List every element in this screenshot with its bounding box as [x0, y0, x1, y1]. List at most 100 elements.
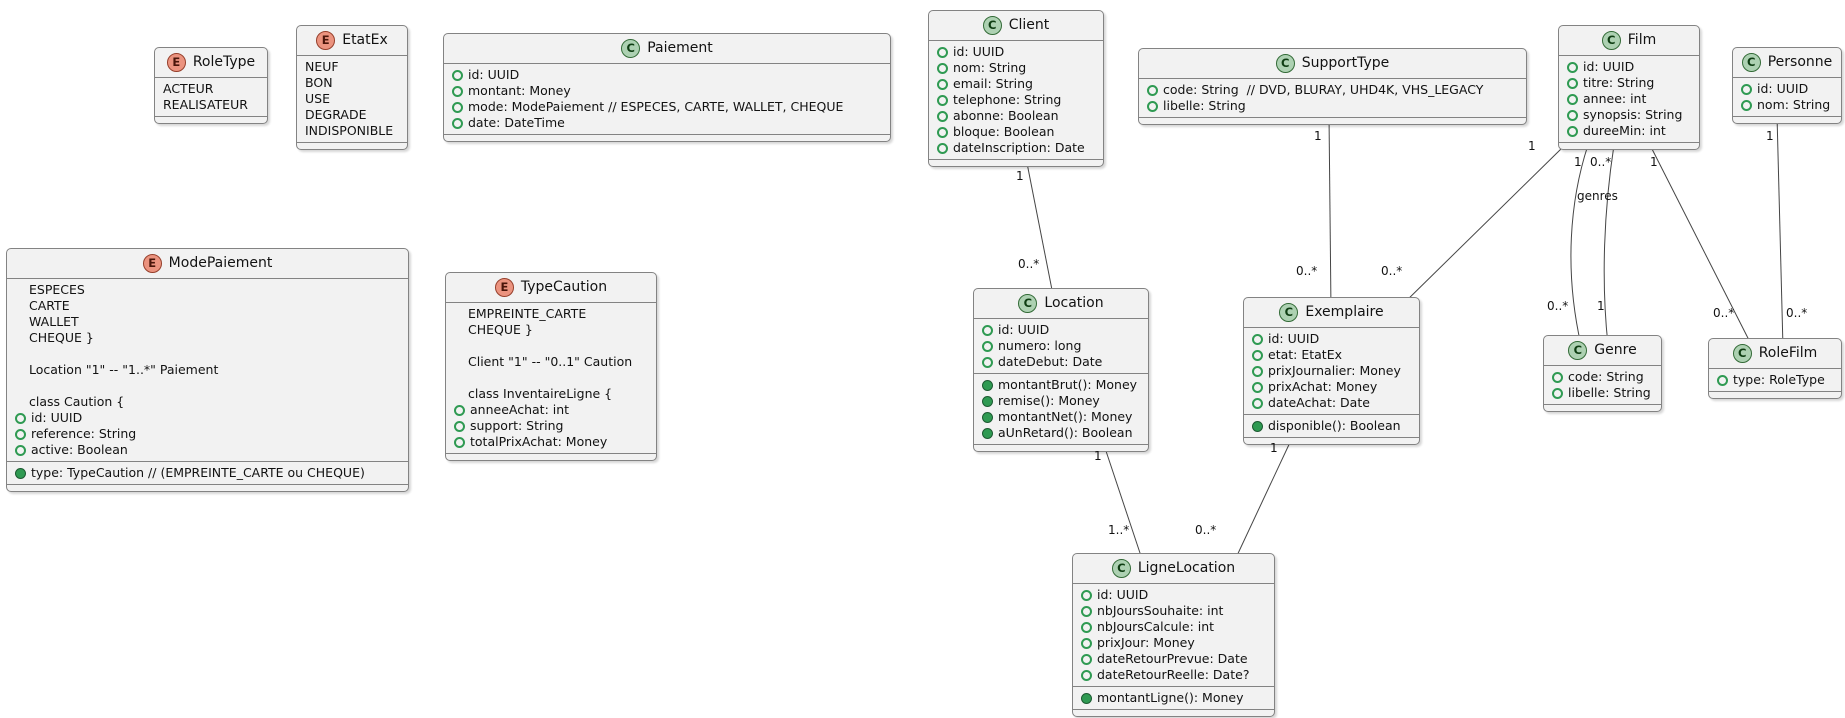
enum-items-section: ACTEUR REALISATEUR — [155, 78, 267, 117]
field-icon — [937, 78, 948, 90]
attribute-row: prixJournalier: Money — [1252, 363, 1411, 379]
class-badge-icon: C — [1732, 344, 1752, 363]
class-box-rolefilm: C RoleFilm type: RoleType — [1708, 338, 1842, 399]
attributes-section: id: UUID titre: String annee: int synops… — [1559, 56, 1699, 143]
enum-item: Client "1" -- "0..1" Caution — [468, 354, 633, 369]
attributes-section: type: RoleType — [1709, 369, 1841, 392]
multiplicity-label: 0..* — [1195, 523, 1217, 537]
attribute-row: id: UUID — [1081, 587, 1266, 603]
attribute-row: libelle: String — [1552, 385, 1653, 401]
class-name: Film — [1627, 32, 1657, 48]
empty-section — [1544, 405, 1661, 411]
class-badge-icon: C — [982, 16, 1002, 35]
attributes-section: code: String // DVD, BLURAY, UHD4K, VHS_… — [1139, 79, 1526, 118]
enum-item: class InventaireLigne { — [468, 386, 613, 401]
multiplicity-label: 1 — [1270, 441, 1278, 455]
field-icon — [937, 46, 948, 58]
class-title: C SupportType — [1139, 49, 1526, 79]
field-icon — [454, 404, 465, 416]
field-icon — [15, 428, 26, 440]
attribute-row: prixJour: Money — [1081, 635, 1266, 651]
field-icon — [937, 94, 948, 106]
edge-film-exemplaire — [1399, 147, 1563, 308]
field-icon — [1081, 621, 1092, 633]
attributes-section: id: UUID nbJoursSouhaite: int nbJoursCal… — [1073, 584, 1274, 687]
field-icon — [1081, 605, 1092, 617]
multiplicity-label: 1 — [1650, 155, 1658, 169]
blank-line — [454, 338, 648, 354]
field-icon — [937, 126, 948, 138]
method-icon — [982, 379, 993, 391]
multiplicity-label: 1 — [1597, 299, 1605, 313]
attributes-section: code: String libelle: String — [1544, 366, 1661, 405]
attribute-row: nom: String — [1741, 97, 1833, 113]
class-box-genre: C Genre code: String libelle: String — [1543, 335, 1662, 412]
method-row: montantBrut(): Money — [982, 377, 1140, 393]
method-icon — [1081, 692, 1092, 704]
field-icon — [1552, 387, 1563, 399]
attribute-row: reference: String — [15, 426, 400, 442]
class-name: Paiement — [647, 40, 713, 56]
field-icon — [1081, 589, 1092, 601]
class-title: C Film — [1559, 26, 1699, 56]
edge-film-rolefilm — [1649, 144, 1754, 349]
enum-item: class Caution { — [29, 394, 125, 409]
method-row: montantLigne(): Money — [1081, 690, 1266, 706]
class-title: C Personne — [1733, 48, 1841, 78]
attribute-row: dateDebut: Date — [982, 354, 1140, 370]
enum-badge-icon: E — [166, 53, 186, 72]
field-icon — [1147, 84, 1158, 96]
multiplicity-label: 1 — [1094, 449, 1102, 463]
enum-item: USE — [305, 91, 330, 106]
method-row: aUnRetard(): Boolean — [982, 425, 1140, 441]
empty-section — [446, 454, 656, 460]
enum-badge-icon: E — [494, 278, 514, 297]
enum-box-modepaiement: E ModePaiement ESPECES CARTE WALLET CHEQ… — [6, 248, 409, 492]
enum-item: EMPREINTE_CARTE — [468, 306, 587, 321]
field-icon — [1567, 61, 1578, 73]
field-icon — [1741, 83, 1752, 95]
field-icon — [1567, 109, 1578, 121]
method-icon — [982, 395, 993, 407]
attribute-row: nbJoursSouhaite: int — [1081, 603, 1266, 619]
attribute-row: montant: Money — [452, 83, 882, 99]
blank-line — [454, 370, 648, 386]
attribute-row: anneeAchat: int — [454, 402, 648, 418]
class-name: RoleType — [192, 54, 256, 70]
attribute-row: prixAchat: Money — [1252, 379, 1411, 395]
attribute-row: id: UUID — [982, 322, 1140, 338]
multiplicity-label: 1 — [1528, 139, 1536, 153]
field-icon — [454, 436, 465, 448]
class-badge-icon: C — [1741, 53, 1761, 72]
method-icon — [1252, 420, 1263, 432]
enum-box-typecaution: E TypeCaution EMPREINTE_CARTE CHEQUE } C… — [445, 272, 657, 461]
class-box-location: C Location id: UUID numero: long dateDeb… — [973, 288, 1149, 452]
field-icon — [452, 85, 463, 97]
class-name: Location — [1044, 295, 1104, 311]
class-title: C LigneLocation — [1073, 554, 1274, 584]
attributes-section: id: UUID montant: Money mode: ModePaieme… — [444, 64, 890, 135]
attribute-row: id: UUID — [1252, 331, 1411, 347]
empty-section — [929, 160, 1103, 166]
attribute-row: id: UUID — [1567, 59, 1691, 75]
class-box-personne: C Personne id: UUID nom: String — [1732, 47, 1842, 124]
empty-section — [1073, 710, 1274, 716]
attribute-row: dateAchat: Date — [1252, 395, 1411, 411]
attribute-row: mode: ModePaiement // ESPECES, CARTE, WA… — [452, 99, 882, 115]
class-title: E TypeCaution — [446, 273, 656, 303]
class-title: E EtatEx — [297, 26, 407, 56]
enum-item: ACTEUR — [163, 81, 214, 96]
enum-item: CHEQUE } — [29, 330, 94, 345]
field-icon — [1081, 637, 1092, 649]
enum-item: REALISATEUR — [163, 97, 248, 112]
attribute-row: totalPrixAchat: Money — [454, 434, 648, 450]
field-icon — [937, 62, 948, 74]
blank-line — [15, 346, 400, 362]
attribute-row: synopsis: String — [1567, 107, 1691, 123]
empty-section — [1139, 118, 1526, 124]
enum-items-section: EMPREINTE_CARTE CHEQUE } Client "1" -- "… — [446, 303, 656, 454]
field-icon — [1252, 397, 1263, 409]
attribute-row: telephone: String — [937, 92, 1095, 108]
field-icon — [452, 117, 463, 129]
field-icon — [1252, 365, 1263, 377]
